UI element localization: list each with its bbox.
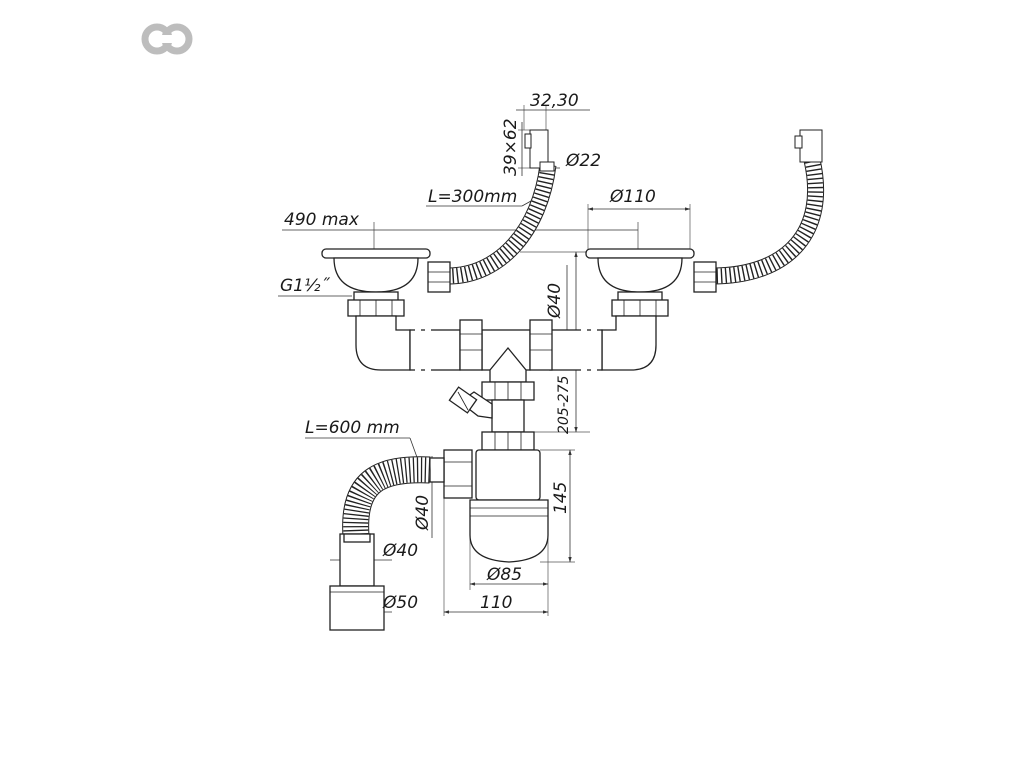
max-spacing-label: 490 max: [284, 210, 360, 230]
bottle-trap: [429, 449, 549, 563]
outlet-diameter-small-label: Ø40: [382, 541, 418, 561]
outlet-diameter-large-label: Ø50: [382, 593, 418, 613]
crossbar-diameter-label: Ø40: [545, 283, 565, 319]
overflow-hose-length-label: L=300mm: [428, 187, 517, 207]
left-strainer: [321, 248, 451, 317]
dimension-labels: 32,30 39×62 Ø22 L=300mm Ø110 490 max G1½…: [280, 91, 656, 613]
right-overflow-hose: [711, 129, 825, 285]
outlet-diameter-vertical-label: Ø40: [413, 495, 433, 531]
brand-logo-icon: [141, 23, 193, 55]
inlet-top-size-label: 39×62: [501, 118, 521, 176]
strainer-diameter-label: Ø110: [609, 187, 656, 207]
outlet-hose: [329, 456, 431, 631]
right-strainer: [585, 248, 717, 317]
thread-label: G1½˝: [280, 276, 330, 296]
inlet-hose-diameter-label: Ø22: [565, 151, 601, 171]
cross-pipe: [355, 315, 657, 372]
tee-connector: [448, 346, 535, 451]
siphon-width-label: 110: [480, 593, 512, 613]
bottle-diameter-label: Ø85: [486, 565, 522, 585]
height-range-label: 205-275: [556, 375, 572, 434]
outlet-hose-length-label: L=600 mm: [305, 418, 400, 438]
inlet-top-width-label: 32,30: [530, 91, 579, 111]
siphon-height-label: 145: [551, 482, 571, 514]
left-overflow-hose: [447, 129, 557, 285]
